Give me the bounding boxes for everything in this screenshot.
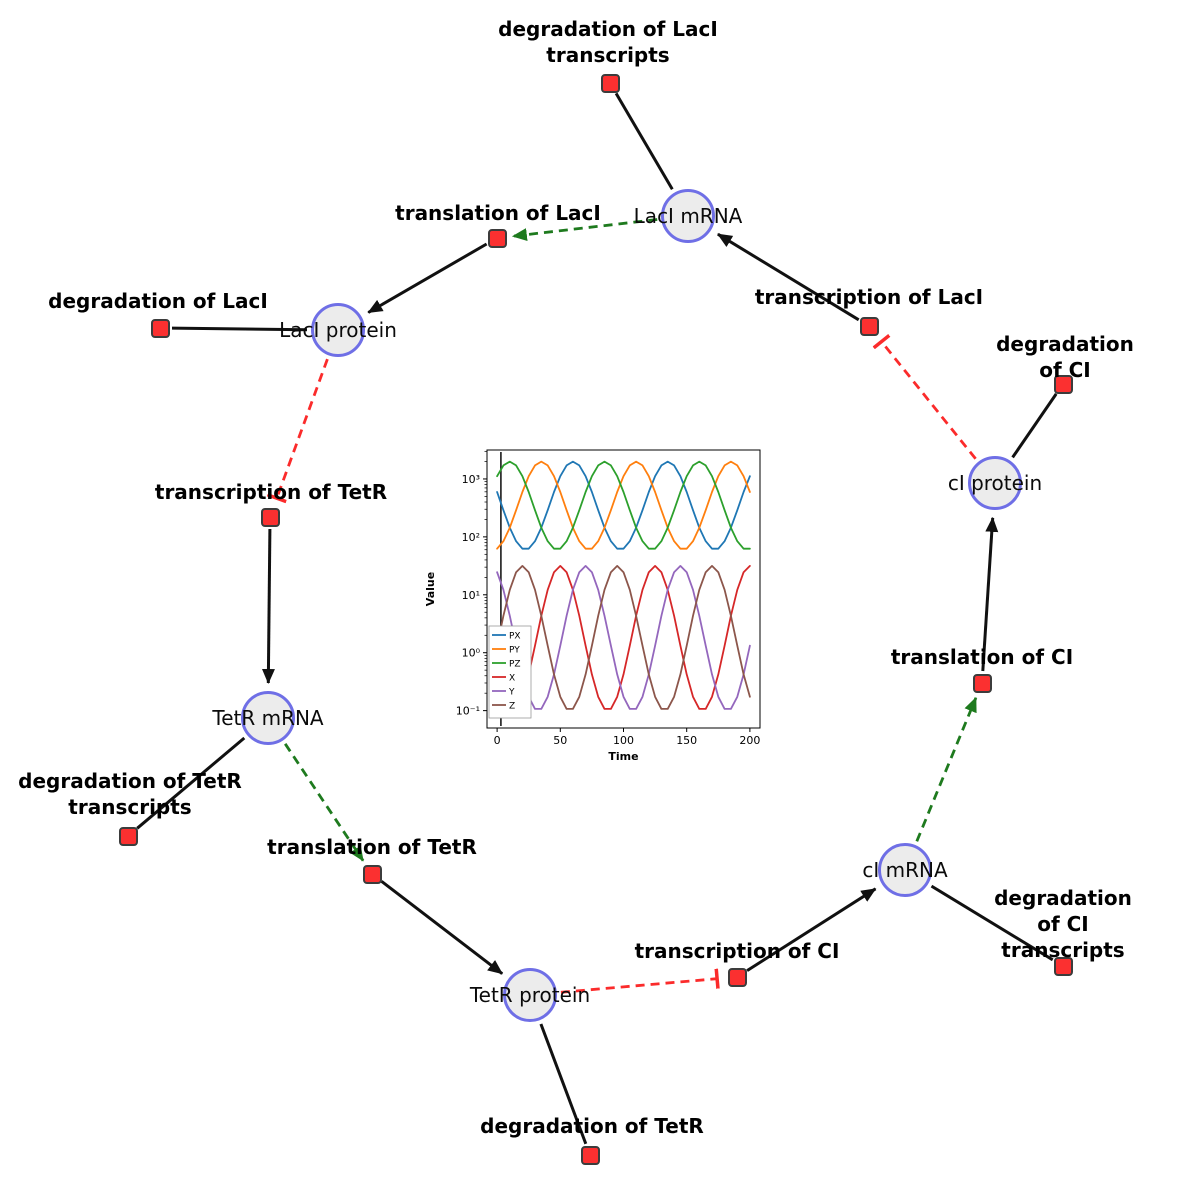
chart-xlabel: Time [608,750,638,763]
chart-series-PX [496,460,751,550]
chart-series-Z [496,565,751,710]
chart-x-tick-label: 0 [494,734,501,747]
edge-tetr-mrna-to-transl-tetr [284,743,365,862]
edge-laci-mrna-to-deg-laci-transcripts [614,92,674,191]
chart-y-tick-label: 10⁻¹ [456,705,480,718]
edge-transc-laci-to-laci-mrna [717,232,860,322]
edge-transc-tetr-to-tetr-mrna [261,528,275,684]
chart-legend-label-PY: PY [509,646,520,656]
edge-tetr-protein-to-deg-tetr [539,1023,588,1145]
edge-tetr-mrna-to-deg-tetr-transcripts [136,736,246,830]
chart-y-tick-label: 10¹ [462,589,480,602]
edge-ci-mrna-to-deg-ci-transcripts [930,884,1054,962]
chart-x-tick-label: 200 [739,734,760,747]
edges-group [136,92,1058,1145]
edge-laci-protein-to-transc-tetr [266,358,329,504]
edge-tetr-protein-to-transc-ci [560,968,720,994]
chart-legend-label-PX: PX [509,632,521,642]
edge-ci-protein-to-transc-laci [872,333,977,460]
chart-legend-label-X: X [509,674,515,684]
chart-series-Y [496,565,751,710]
chart-legend-label-Y: Y [508,688,515,698]
chart-legend-label-PZ: PZ [509,660,521,670]
chart-ylabel: Value [424,572,437,606]
chart-legend-label-Z: Z [509,702,515,712]
edge-ci-mrna-to-transl-ci [915,696,978,842]
edge-transl-ci-to-ci-protein [981,516,999,672]
chart-y-tick-label: 10⁰ [462,647,481,660]
chart-y-tick-label: 10² [462,531,480,544]
chart-y-tick-label: 10³ [462,473,480,486]
edge-ci-protein-to-deg-ci [1011,393,1058,459]
chart-legend-box [488,625,532,719]
chart-series-PZ [496,460,751,550]
edge-transl-tetr-to-tetr-protein [380,880,504,975]
chart-series-PY [496,460,751,550]
chart-x-tick-label: 150 [676,734,697,747]
chart-x-tick-label: 50 [553,734,567,747]
edge-transc-ci-to-ci-mrna [746,887,877,972]
edge-transl-laci-to-laci-protein [367,242,488,314]
edge-laci-protein-to-deg-laci [171,326,308,332]
chart-series-X [496,565,751,710]
chart-x-tick-label: 100 [613,734,634,747]
edge-laci-mrna-to-transl-laci [511,218,658,242]
